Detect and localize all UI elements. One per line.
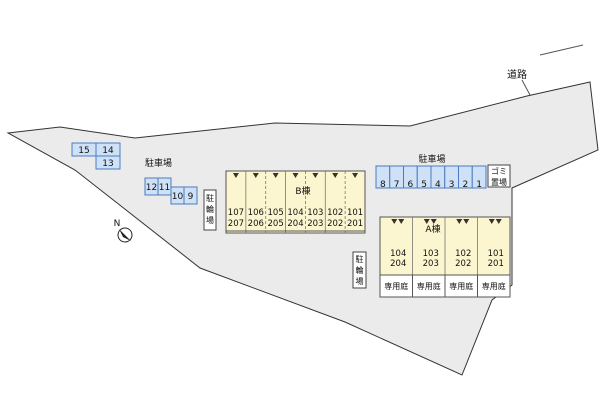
entrance-marker-icon (456, 219, 463, 224)
bike-parking-center: 駐 輪 場 (352, 251, 367, 289)
building-b-name: B棟 (295, 185, 310, 197)
parking-number: 5 (421, 180, 427, 190)
building-b-outline (225, 170, 366, 234)
parking-number: 9 (188, 192, 194, 202)
unit-number-upper: 104 (390, 249, 406, 259)
private-garden-label: 専用庭 (449, 281, 473, 291)
unit-number-upper: 103 (423, 249, 439, 259)
north-label: N (114, 219, 121, 229)
parking-number: 12 (146, 183, 157, 193)
north-pointer-icon (119, 229, 131, 241)
entrance-marker-icon (398, 219, 405, 224)
parking-number: 13 (102, 159, 113, 169)
road-edge-line (521, 79, 531, 96)
parking-number: 3 (449, 180, 455, 190)
unit-number-lower: 204 (287, 219, 303, 229)
building-a-name: A棟 (425, 223, 440, 235)
unit-number-lower: 206 (248, 219, 264, 229)
unit-number-lower: 207 (228, 219, 244, 229)
parking-number: 1 (476, 180, 482, 190)
entrance-marker-icon (312, 173, 319, 178)
bike-parking-area (203, 189, 217, 231)
road-label: 道路 (507, 68, 527, 81)
parking-west: 15 14 13 12 11 10 9 駐車場 (71, 142, 198, 205)
entrance-marker-icon (232, 173, 239, 178)
parking-space (183, 186, 198, 205)
bike-parking-west: 駐 輪 場 (203, 189, 217, 231)
parking-west-label: 駐車場 (145, 157, 172, 169)
bike-label-char: 駐 (356, 254, 364, 264)
parking-number: 14 (102, 146, 114, 156)
bike-label-char: 輪 (356, 265, 364, 275)
bike-label-char: 場 (356, 276, 364, 286)
unit-number-upper: 101 (347, 208, 363, 218)
unit-number-upper: 106 (248, 208, 264, 218)
unit-number-upper: 101 (488, 249, 504, 259)
entrance-marker-icon (272, 173, 279, 178)
unit-number-lower: 204 (390, 259, 406, 269)
private-garden-cell (477, 274, 511, 298)
garbage-label-bottom: 置場 (491, 177, 507, 187)
unit-number-lower: 205 (268, 219, 284, 229)
bike-label-char: 輪 (206, 204, 214, 214)
unit-number-lower: 203 (307, 219, 323, 229)
entrance-marker-icon (252, 173, 259, 178)
entrance-marker-icon (488, 219, 495, 224)
parking-number: 11 (159, 183, 170, 193)
parking-number: 7 (394, 180, 400, 190)
entrance-marker-icon (332, 173, 339, 178)
garbage-area: ゴミ 置場 (487, 164, 511, 188)
entrance-marker-icon (391, 219, 398, 224)
unit-number-lower: 203 (423, 259, 439, 269)
garbage-label-top: ゴミ (491, 166, 507, 176)
unit-number-lower: 202 (455, 259, 471, 269)
unit-number-upper: 104 (287, 208, 303, 218)
parking-space (95, 155, 121, 170)
unit-number-upper: 107 (228, 208, 244, 218)
parking-space (471, 165, 487, 189)
private-garden-label: 専用庭 (384, 281, 408, 291)
garbage-box (487, 164, 511, 188)
parking-number: 8 (380, 180, 386, 190)
unit-number-lower: 201 (488, 259, 504, 269)
parking-number: 2 (463, 180, 469, 190)
road-edge-line (539, 44, 584, 56)
entrance-marker-icon (430, 219, 437, 224)
unit-number-lower: 202 (327, 219, 343, 229)
entrance-marker-icon (352, 173, 359, 178)
unit-number-upper: 105 (268, 208, 284, 218)
unit-number-upper: 102 (327, 208, 343, 218)
bike-label-char: 場 (206, 215, 214, 225)
entrance-marker-icon (463, 219, 470, 224)
parking-number: 10 (172, 192, 184, 202)
entrance-marker-icon (292, 173, 299, 178)
unit-number-lower: 201 (347, 219, 363, 229)
parking-number: 6 (408, 180, 414, 190)
north-arrow: N (114, 219, 133, 243)
bike-parking-area (352, 251, 367, 289)
parking-number: 4 (435, 180, 441, 190)
private-garden-label: 専用庭 (482, 281, 506, 291)
bike-label-char: 駐 (206, 193, 214, 203)
unit-number-upper: 103 (307, 208, 323, 218)
parking-number: 15 (78, 146, 89, 156)
entrance-marker-icon (495, 219, 502, 224)
private-garden-label: 専用庭 (417, 281, 441, 291)
unit-number-upper: 102 (455, 249, 471, 259)
parking-north-label: 駐車場 (418, 153, 445, 165)
entrance-marker-icon (423, 219, 430, 224)
